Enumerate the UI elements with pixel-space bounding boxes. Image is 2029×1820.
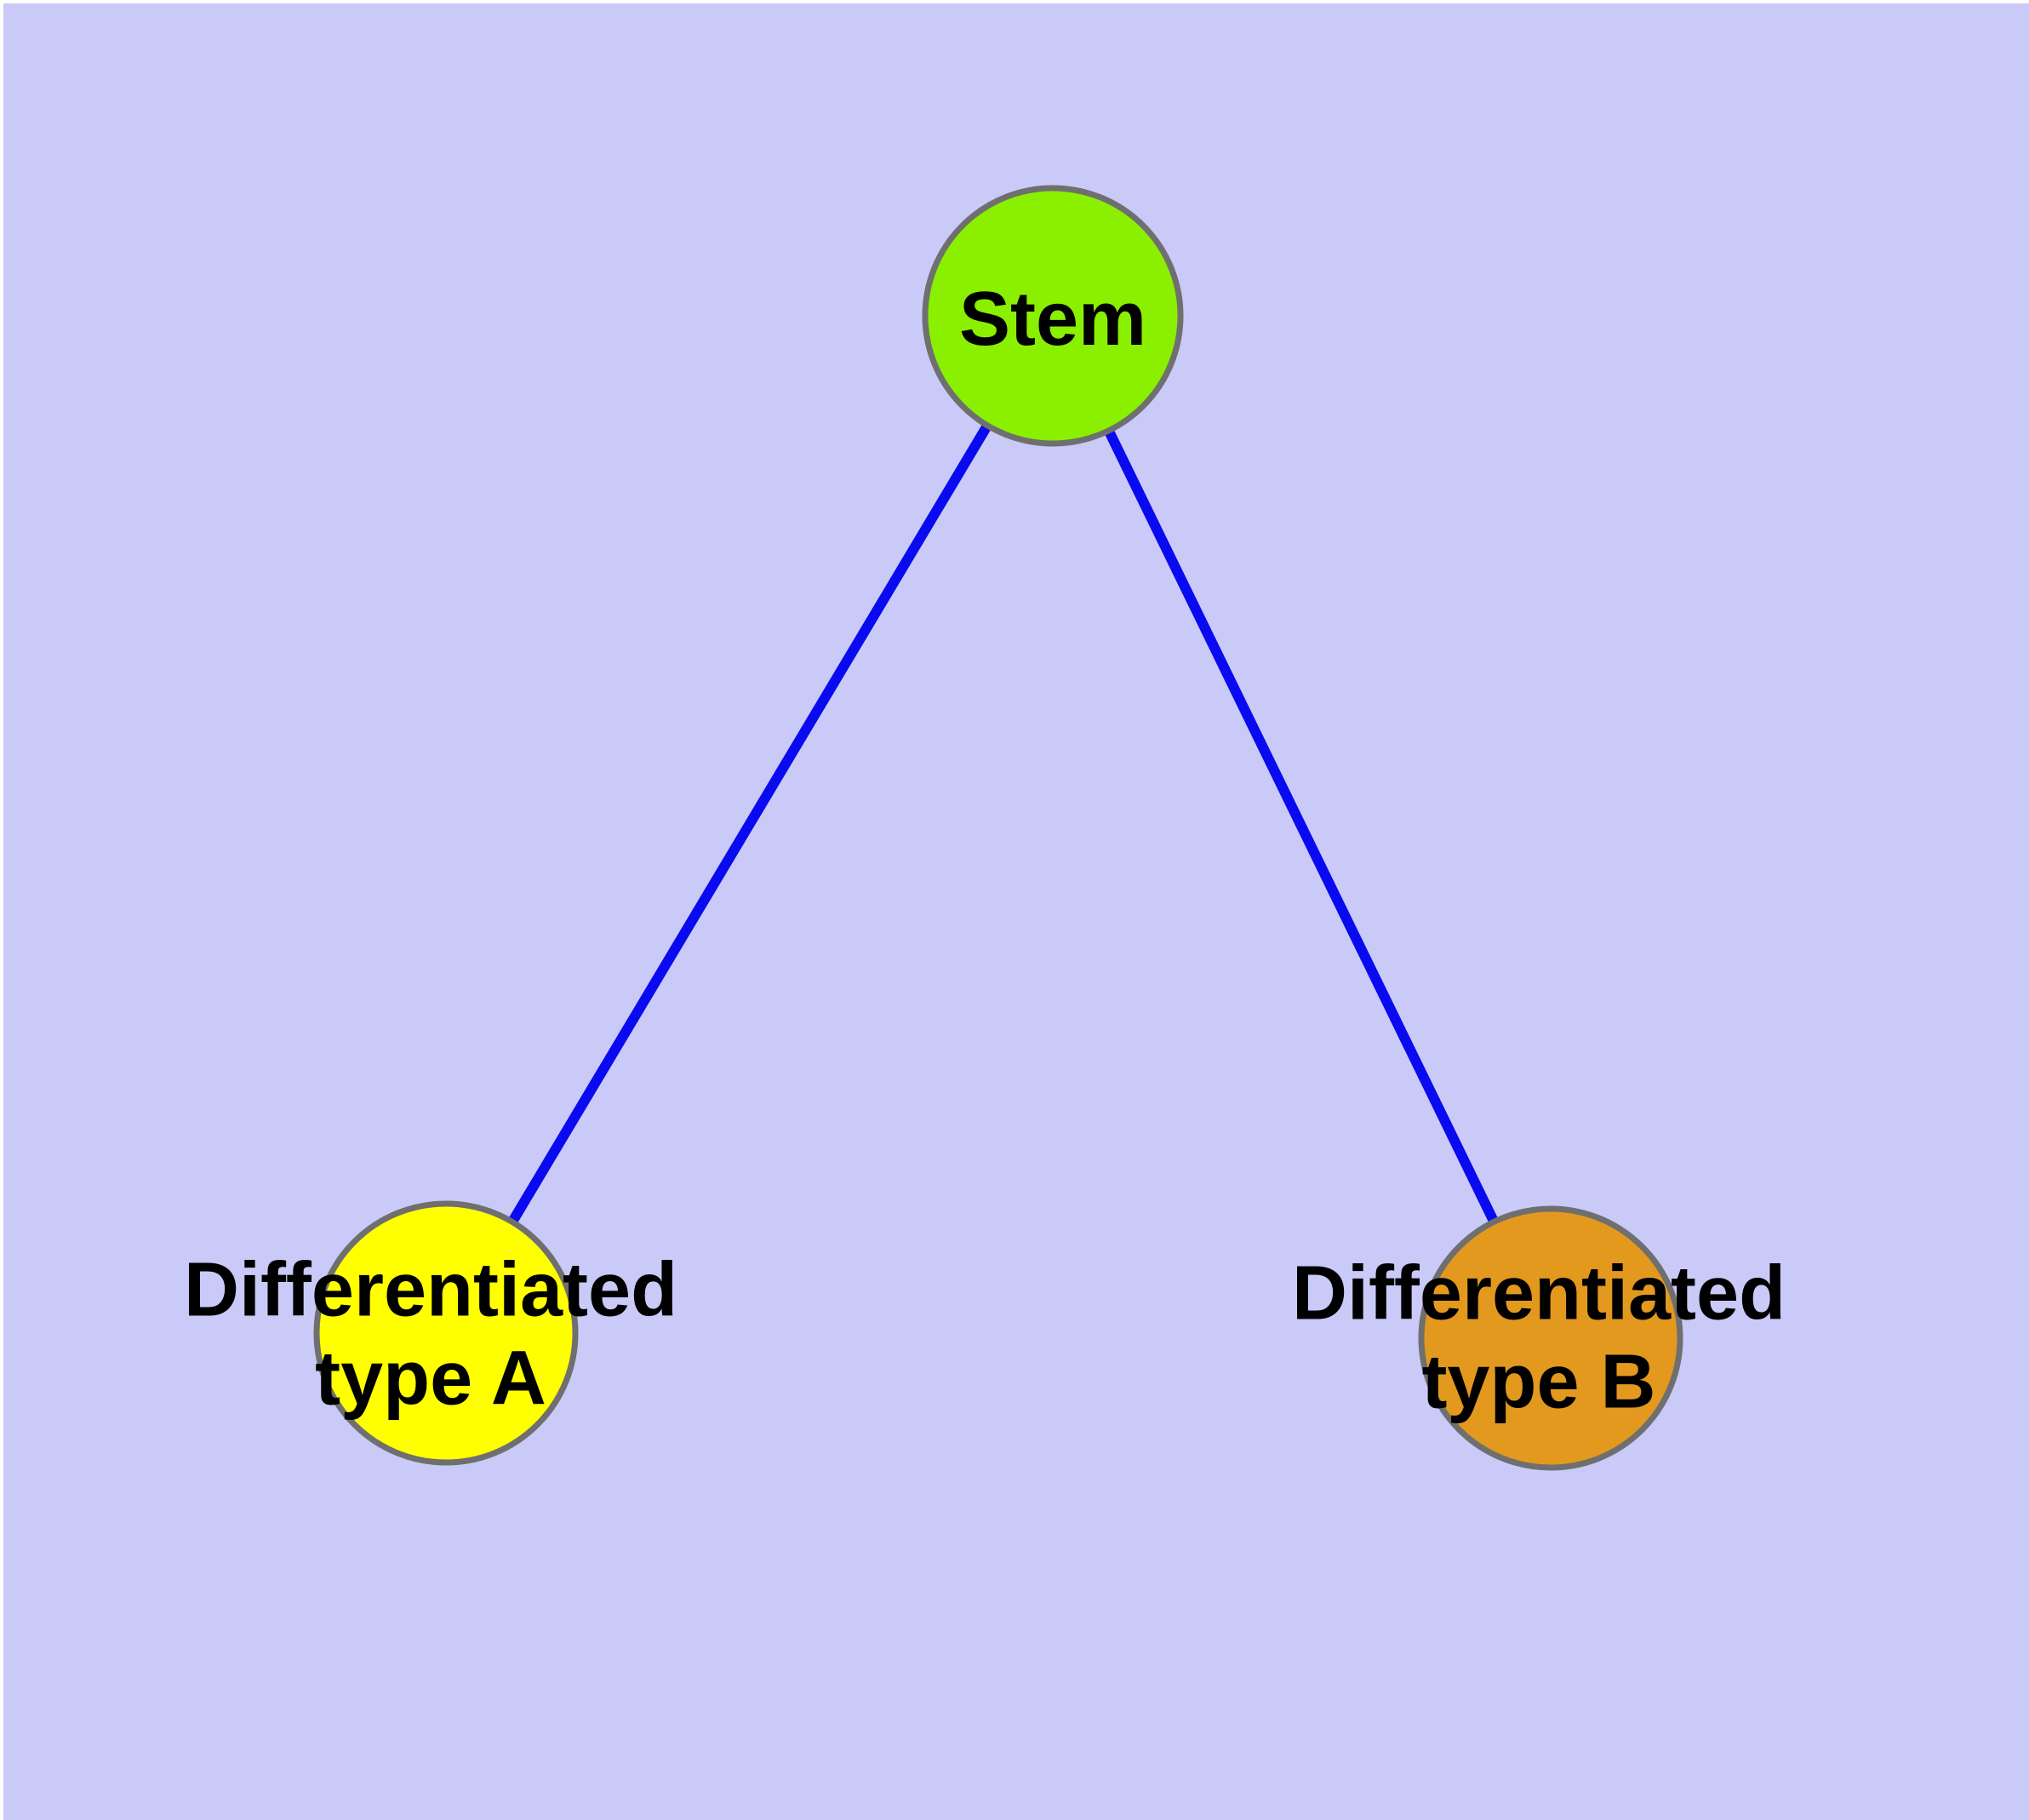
node-type-b-circle bbox=[1418, 1205, 1683, 1471]
node-stem-circle bbox=[922, 185, 1184, 447]
node-type-a-circle bbox=[313, 1200, 579, 1466]
edge-stem-to-type-b bbox=[1048, 313, 1556, 1341]
edge-stem-to-type-a bbox=[441, 312, 1058, 1336]
